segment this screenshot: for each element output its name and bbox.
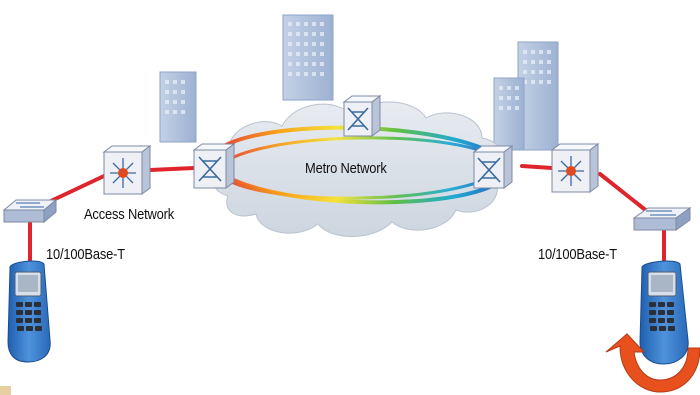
router-icon [550, 143, 600, 193]
optical-node-icon [192, 143, 236, 189]
handheld-tester-icon [7, 260, 51, 363]
switch-icon [632, 207, 692, 231]
router-icon [102, 145, 152, 195]
right-link-label: 10/100Base-T [538, 246, 617, 263]
corner-mark [0, 386, 11, 395]
handheld-tester-icon [639, 260, 689, 365]
metro-network-label: Metro Network [305, 160, 387, 177]
loopback-arrow-icon [605, 333, 700, 393]
building-icon [159, 71, 197, 143]
optical-node-icon [472, 145, 514, 189]
optical-node-icon [342, 95, 382, 137]
switch-icon [2, 198, 58, 224]
building-icon [493, 77, 525, 151]
access-network-label: Access Network [84, 206, 175, 223]
building-icon [282, 14, 334, 101]
left-link-label: 10/100Base-T [46, 246, 125, 263]
building-icon [517, 41, 559, 151]
